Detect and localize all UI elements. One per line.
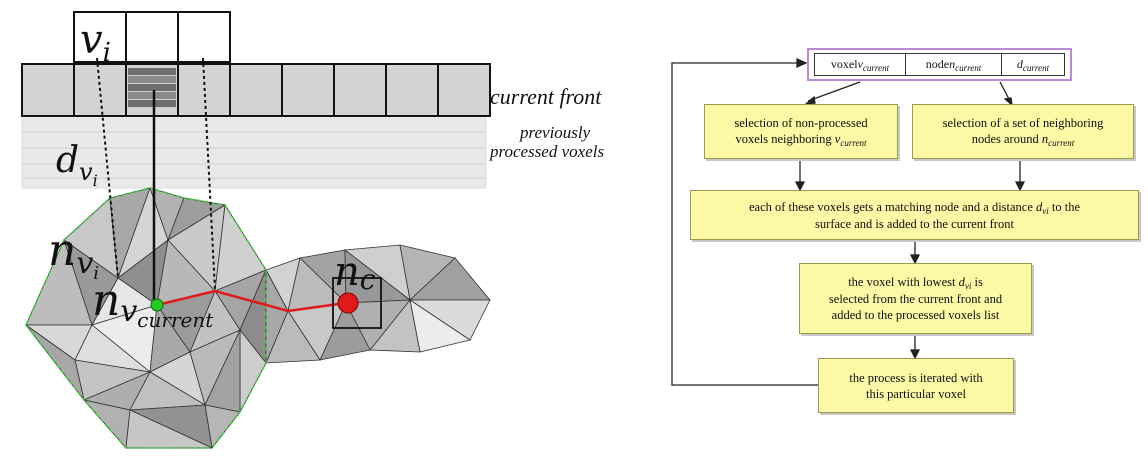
selected-voxel-slice [128, 100, 176, 107]
front-voxel-cell [281, 63, 335, 117]
mesh-triangle [125, 409, 213, 449]
box-lowest-distance: the voxel with lowest dvi is selected fr… [799, 263, 1032, 334]
front-voxel-cell [21, 63, 75, 117]
processed-voxels-label: processed voxels [489, 142, 604, 161]
front-voxel-cell [385, 63, 439, 117]
front-voxel-cell [73, 63, 127, 117]
vi-label: vi [80, 17, 111, 68]
box-select-nodes: selection of a set of neighboring nodes … [912, 104, 1134, 159]
processed-voxels-strip [21, 117, 487, 189]
previously-label: previously [519, 123, 591, 142]
current-front-label: current front [490, 84, 602, 109]
n-vi-label: nvi [48, 225, 99, 284]
n-vcurrent-label: nvcurrent [92, 275, 214, 332]
front-voxel-cell [229, 63, 283, 117]
flow-arrows [671, 57, 1026, 386]
nc-box [332, 277, 382, 329]
nc-node [337, 292, 359, 314]
selected-voxel-slice [128, 68, 176, 75]
mesh-triangle [265, 310, 321, 364]
box-select-voxels: selection of non-processed voxels neighb… [704, 104, 898, 159]
front-voxel-cell [333, 63, 387, 117]
selected-voxel-slice [128, 84, 176, 91]
box-matching-node: each of these voxels gets a matching nod… [690, 190, 1139, 240]
current-node [150, 298, 164, 312]
projection-lines [96, 57, 216, 300]
front-voxel-cell [437, 63, 491, 117]
current-front-row [21, 63, 491, 117]
nc-label: nc [334, 249, 376, 296]
box-iterate: the process is iterated with this partic… [818, 358, 1014, 413]
d-vi-label: dvi [56, 140, 98, 190]
selected-voxel-slice [128, 92, 176, 99]
selected-voxel-slice [128, 76, 176, 83]
top-voxel-cells [73, 11, 231, 63]
triangle-mesh [24, 186, 491, 449]
geodesic-path [156, 289, 347, 313]
